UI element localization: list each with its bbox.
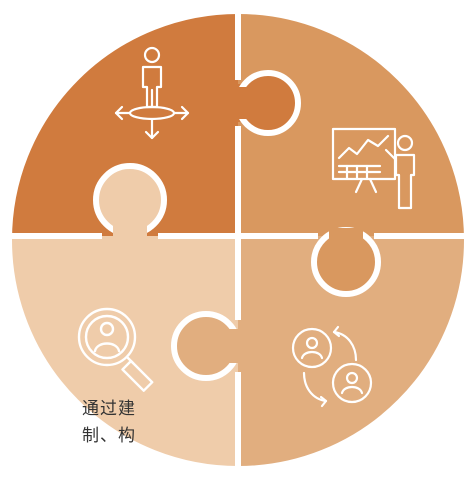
puzzle-knob-top bbox=[230, 70, 301, 136]
cropped-text-line-1: 通过建 bbox=[82, 399, 136, 419]
exchange-people-icon bbox=[291, 325, 373, 408]
cropped-text-line-2: 制、构 bbox=[82, 426, 136, 446]
puzzle-knob-bottom bbox=[171, 311, 246, 381]
presentation-chart-icon bbox=[331, 127, 416, 210]
search-person-icon bbox=[77, 307, 154, 392]
puzzle-knob-left bbox=[93, 163, 167, 244]
puzzle-knob-right bbox=[311, 227, 381, 297]
person-directions-icon bbox=[114, 46, 190, 140]
